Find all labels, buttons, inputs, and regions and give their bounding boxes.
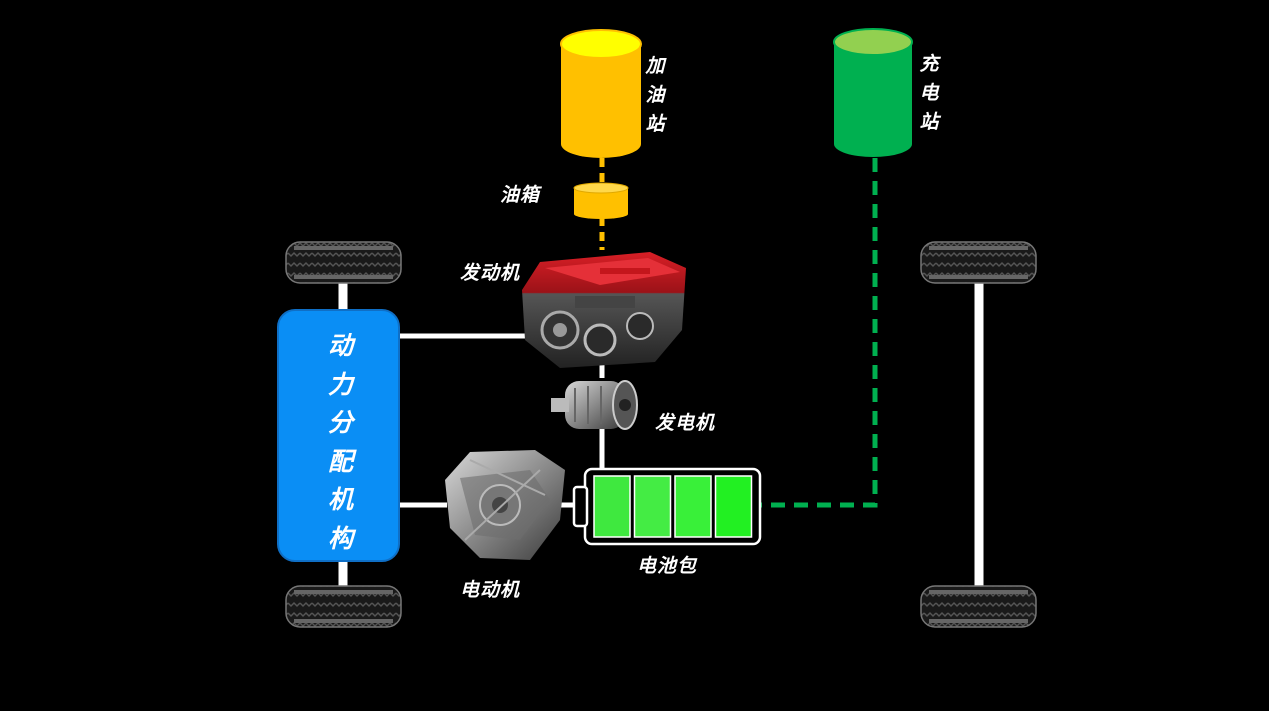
wheel-front-right (920, 241, 1037, 284)
charging-station-label: 充电站 (919, 53, 939, 133)
power-split-device: 动力分配机构 (277, 309, 400, 562)
battery-cells (593, 475, 753, 538)
electric-motor-image (445, 450, 565, 560)
fuel-tank-cylinder (573, 182, 629, 219)
wheel-front-left (285, 241, 402, 284)
wheel-rear-right (920, 585, 1037, 628)
battery-pack-label: 电池包 (637, 555, 698, 577)
engine-label: 发动机 (460, 262, 521, 284)
generator-label: 发电机 (655, 412, 716, 434)
battery-cell (674, 475, 712, 538)
motor-label: 电动机 (460, 579, 521, 601)
connectors (338, 158, 984, 587)
battery-pack (572, 467, 762, 546)
generator-image (551, 380, 638, 430)
charger-to-battery-line (760, 158, 878, 508)
gas-station-cylinder (560, 29, 642, 158)
wheel-rear-left (285, 585, 402, 628)
battery-cell (593, 475, 631, 538)
battery-cell (633, 475, 672, 538)
gas-station-label: 加油站 (645, 55, 665, 135)
charging-station-cylinder (833, 28, 913, 157)
power-split-label: 动力分配机构 (327, 331, 353, 553)
fuel-tank-label: 油箱 (500, 184, 541, 206)
battery-cell (714, 475, 753, 538)
engine-image (522, 252, 686, 368)
